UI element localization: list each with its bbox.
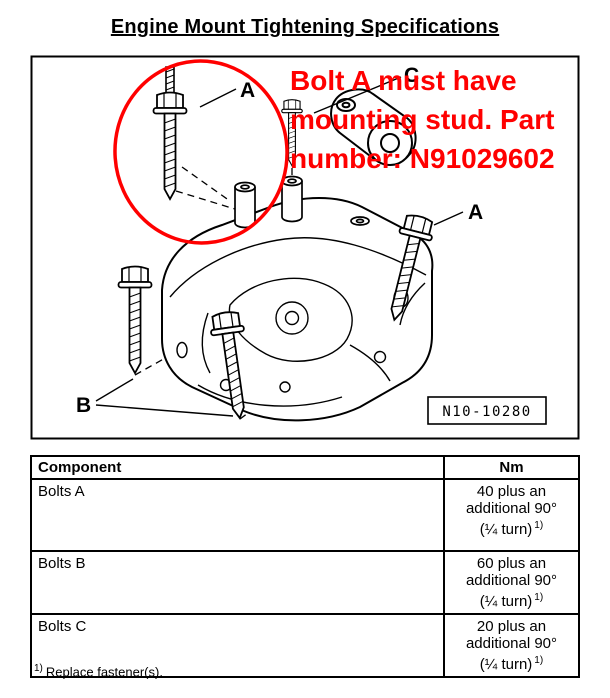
footnote-ref: 1) — [534, 592, 544, 603]
column-header-component: Component — [30, 455, 445, 480]
torque-cell: 60 plus an additional 90° (¼ turn)1) — [443, 550, 580, 615]
diagram-ref-number: N10-10280 — [442, 404, 531, 420]
torque-line: 60 plus an — [476, 555, 547, 572]
red-circle-annotation — [113, 59, 289, 245]
diagram-ref-box: N10-10280 — [427, 396, 547, 425]
label-c: C — [404, 64, 419, 87]
component-cell: Bolts A — [30, 478, 445, 552]
label-a-top: A — [240, 79, 255, 102]
footnote-text: Replace fastener(s). — [45, 664, 163, 680]
rubber-mount — [330, 88, 417, 166]
mount-bosses — [234, 175, 370, 229]
table-row: Bolts A 40 plus an additional 90° (¼ tur… — [30, 478, 580, 552]
torque-line: (¼ turn)1) — [479, 655, 544, 673]
annotation-line-3: number: N91029602 — [290, 143, 555, 174]
torque-line: 20 plus an — [476, 618, 547, 635]
footnote: 1)Replace fastener(s). — [34, 663, 163, 679]
annotation-line-2: mounting stud. Part — [290, 104, 555, 135]
label-lines — [95, 76, 464, 417]
label-a-right: A — [468, 201, 483, 224]
torque-line: 40 plus an — [476, 483, 547, 500]
column-header-nm: Nm — [443, 455, 580, 480]
label-b: B — [76, 394, 91, 417]
component-cell: Bolts C — [30, 613, 445, 678]
torque-line: additional 90° — [465, 500, 558, 517]
torque-line: additional 90° — [465, 635, 558, 652]
torque-line: additional 90° — [465, 572, 558, 589]
torque-line: (¼ turn)1) — [479, 592, 544, 610]
torque-spec-table: Component Nm Bolts A 40 plus an addition… — [30, 455, 580, 678]
engine-mount-drawing: A C A B N10-10280 — [30, 55, 580, 440]
table-row: Bolts B 60 plus an additional 90° (¼ tur… — [30, 550, 580, 615]
page-title: Engine Mount Tightening Specifications — [110, 16, 500, 38]
annotation-line-1: Bolt A must have — [290, 65, 517, 96]
torque-line: (¼ turn)1) — [479, 520, 544, 538]
table-row: Bolts C 20 plus an additional 90° (¼ tur… — [30, 613, 580, 678]
component-cell: Bolts B — [30, 550, 445, 615]
footnote-ref: 1) — [534, 655, 544, 666]
engine-mount-diagram: A C A B N10-10280 Bolt A must have mount… — [30, 55, 580, 440]
torque-cell: 40 plus an additional 90° (¼ turn)1) — [443, 478, 580, 552]
footnote-ref-marker: 1) — [34, 663, 43, 674]
torque-cell: 20 plus an additional 90° (¼ turn)1) — [443, 613, 580, 678]
table-header-row: Component Nm — [30, 455, 580, 480]
annotation-note: Bolt A must have mounting stud. Part num… — [290, 61, 555, 178]
footnote-ref: 1) — [534, 520, 544, 531]
